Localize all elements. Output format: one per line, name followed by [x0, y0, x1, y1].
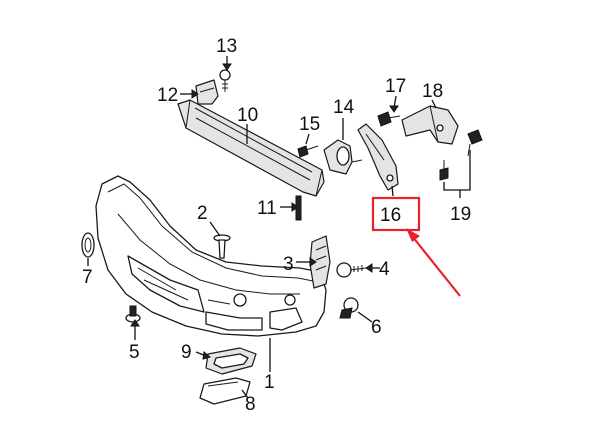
callout-4: 4	[379, 259, 390, 280]
push-pin-2	[213, 234, 231, 259]
bumper-cover	[95, 175, 327, 337]
highlight-arrowhead	[406, 228, 420, 242]
callout-3: 3	[283, 254, 294, 275]
callout-6: 6	[371, 317, 382, 338]
callout-labels: 1 2 3 4 5 6 7 8 9 10 11 12 13 14 15 16 1…	[82, 36, 471, 415]
callout-8: 8	[245, 394, 256, 415]
screw-4	[336, 262, 367, 278]
callout-5: 5	[129, 342, 140, 363]
clip-5	[125, 305, 141, 323]
callout-16: 16	[380, 205, 401, 226]
callout-17: 17	[385, 76, 406, 97]
callout-18: 18	[422, 81, 443, 102]
highlight-box	[371, 196, 421, 232]
grommet-7	[81, 232, 95, 258]
trim-ring-9	[205, 347, 257, 375]
reinforcement-beam	[177, 99, 325, 197]
bolt-6	[339, 297, 359, 319]
highlight-arrow	[411, 235, 461, 297]
callout-2: 2	[197, 203, 208, 224]
bolt-19a	[439, 160, 449, 181]
leader-lines	[87, 56, 471, 399]
callout-14: 14	[333, 97, 355, 118]
bolt-19b	[467, 129, 483, 157]
callout-13: 13	[216, 36, 237, 57]
callout-10: 10	[237, 105, 258, 126]
beam-clip	[195, 79, 219, 105]
callout-15: 15	[299, 114, 320, 135]
mounting-bracket	[323, 139, 363, 175]
side-bracket	[357, 123, 399, 191]
callout-11: 11	[257, 198, 277, 219]
upper-bracket	[401, 105, 459, 145]
callout-19: 19	[450, 204, 471, 225]
bolt-15	[297, 145, 319, 158]
callout-12: 12	[157, 85, 178, 106]
callout-7: 7	[82, 267, 93, 288]
push-clip	[219, 69, 231, 92]
bolt-17	[377, 111, 401, 127]
callout-9: 9	[181, 342, 192, 363]
callout-1: 1	[264, 372, 275, 393]
highlight	[371, 196, 461, 297]
